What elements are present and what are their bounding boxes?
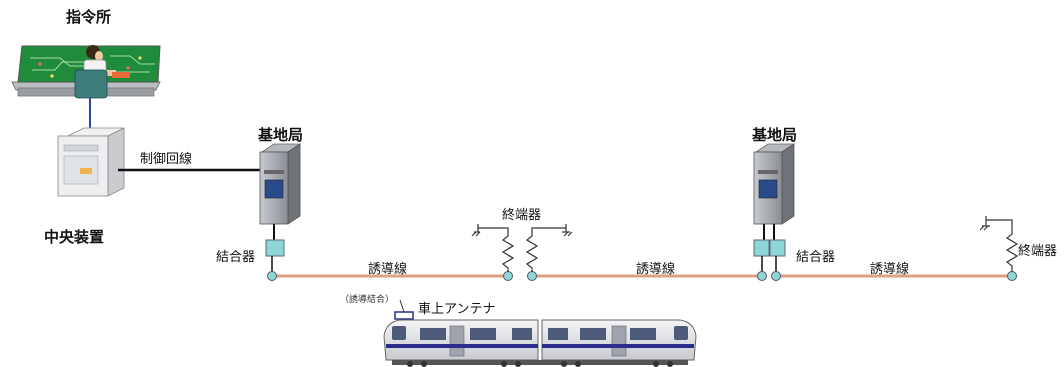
- inductive-line-2-label: 誘導線: [636, 262, 676, 277]
- train-icon: [383, 311, 697, 367]
- command-center-label: 指令所: [66, 8, 112, 26]
- coupler-left-icon: [265, 239, 285, 257]
- onboard-antenna-icon: [394, 311, 414, 320]
- terminator-right-label: 終端器: [1018, 244, 1058, 259]
- inductive-line-1-label: 誘導線: [368, 262, 408, 277]
- coupler-right-label: 結合器: [796, 250, 836, 265]
- base-station-left-icon: [259, 143, 302, 225]
- coupling-pointer: [399, 299, 405, 313]
- central-equipment-label: 中央装置: [44, 228, 105, 246]
- terminator-right-icon: [979, 216, 1019, 272]
- coupler-right-b-icon: [769, 239, 786, 257]
- inductive-coupling-label: （誘導結合）: [340, 295, 395, 305]
- terminator-middle-label: 終端器: [502, 208, 542, 223]
- terminator-middle-left-icon: [471, 224, 515, 272]
- command-center-icon: [11, 45, 161, 99]
- control-line-label: 制御回線: [140, 152, 193, 167]
- base-station-left-label: 基地局: [258, 126, 304, 144]
- central-equipment-icon: [57, 127, 125, 197]
- line-nodes: [267, 271, 1017, 281]
- inductive-line-3-label: 誘導線: [870, 262, 910, 277]
- coupler-left-label: 結合器: [216, 250, 256, 265]
- base-station-right-label: 基地局: [752, 126, 798, 144]
- terminator-middle-right-icon: [525, 224, 573, 272]
- base-station-right-icon: [753, 143, 796, 225]
- onboard-antenna-label: 車上アンテナ: [418, 302, 496, 317]
- coupler-right-a-icon: [753, 239, 770, 257]
